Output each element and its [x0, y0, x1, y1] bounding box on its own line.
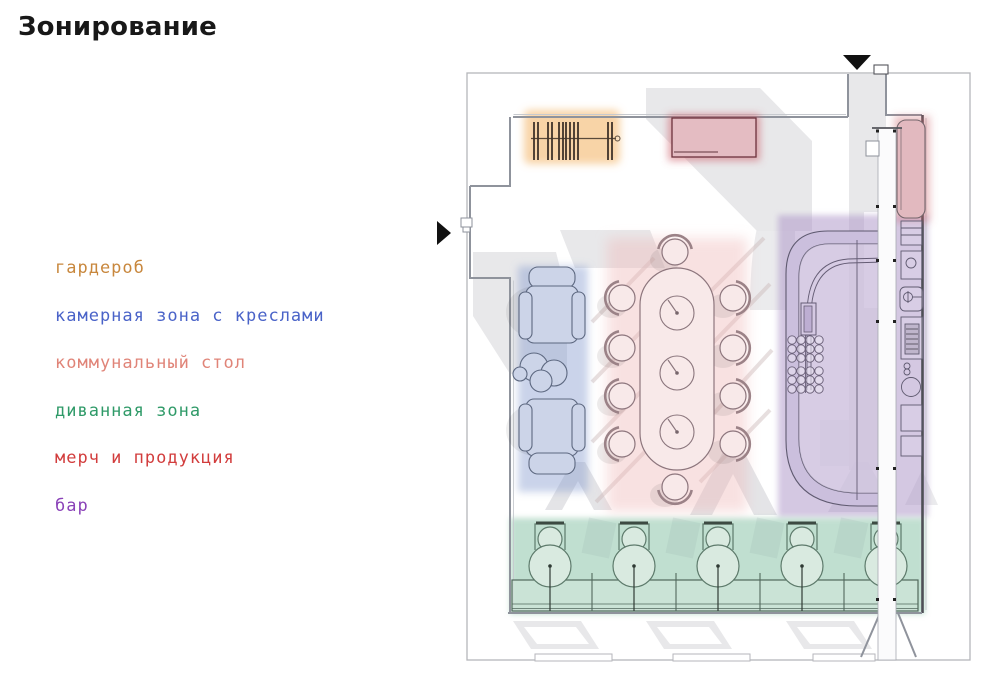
window-sill — [534, 653, 613, 662]
bar-equipment — [899, 220, 924, 457]
armchair-top — [518, 266, 586, 344]
coffee-machine — [900, 316, 924, 360]
armchair-bottom — [518, 398, 586, 475]
wardrobe-rack — [531, 122, 621, 160]
section-marker-down-icon — [843, 55, 871, 70]
legend-item-bar: бар — [55, 495, 89, 516]
section-marker-right-icon — [437, 221, 451, 245]
communal-chairs — [603, 233, 752, 506]
legend-item-merch: мерч и продукция — [55, 448, 235, 468]
window-sill — [812, 653, 876, 662]
legend-item-communal-table: коммунальный стол — [55, 353, 246, 373]
zone-legend: гардероб камерная зона с креслами коммун… — [55, 258, 325, 543]
merch-table — [668, 114, 760, 161]
legend-item-wardrobe: гардероб — [55, 258, 145, 278]
armchair-zone-furniture — [506, 266, 586, 475]
bar-furniture — [785, 220, 924, 507]
section-markers — [437, 55, 871, 245]
communal-table-furniture — [597, 233, 752, 507]
legend-item-sofa-zone: диванная зона — [55, 400, 202, 421]
merch-bench — [894, 116, 930, 222]
banquette — [511, 573, 919, 612]
window-sill — [672, 653, 751, 662]
side-table — [512, 352, 568, 393]
wall-column — [865, 127, 902, 661]
legend-item-armchair-zone: камерная зона с креслами — [55, 305, 325, 326]
bar-sink — [899, 286, 924, 312]
column-handle — [865, 140, 880, 157]
page-title: Зонирование — [18, 12, 218, 42]
bottle-rack — [787, 335, 824, 394]
entry-door — [873, 64, 889, 75]
communal-table-top — [639, 267, 715, 471]
side-door — [460, 217, 473, 228]
